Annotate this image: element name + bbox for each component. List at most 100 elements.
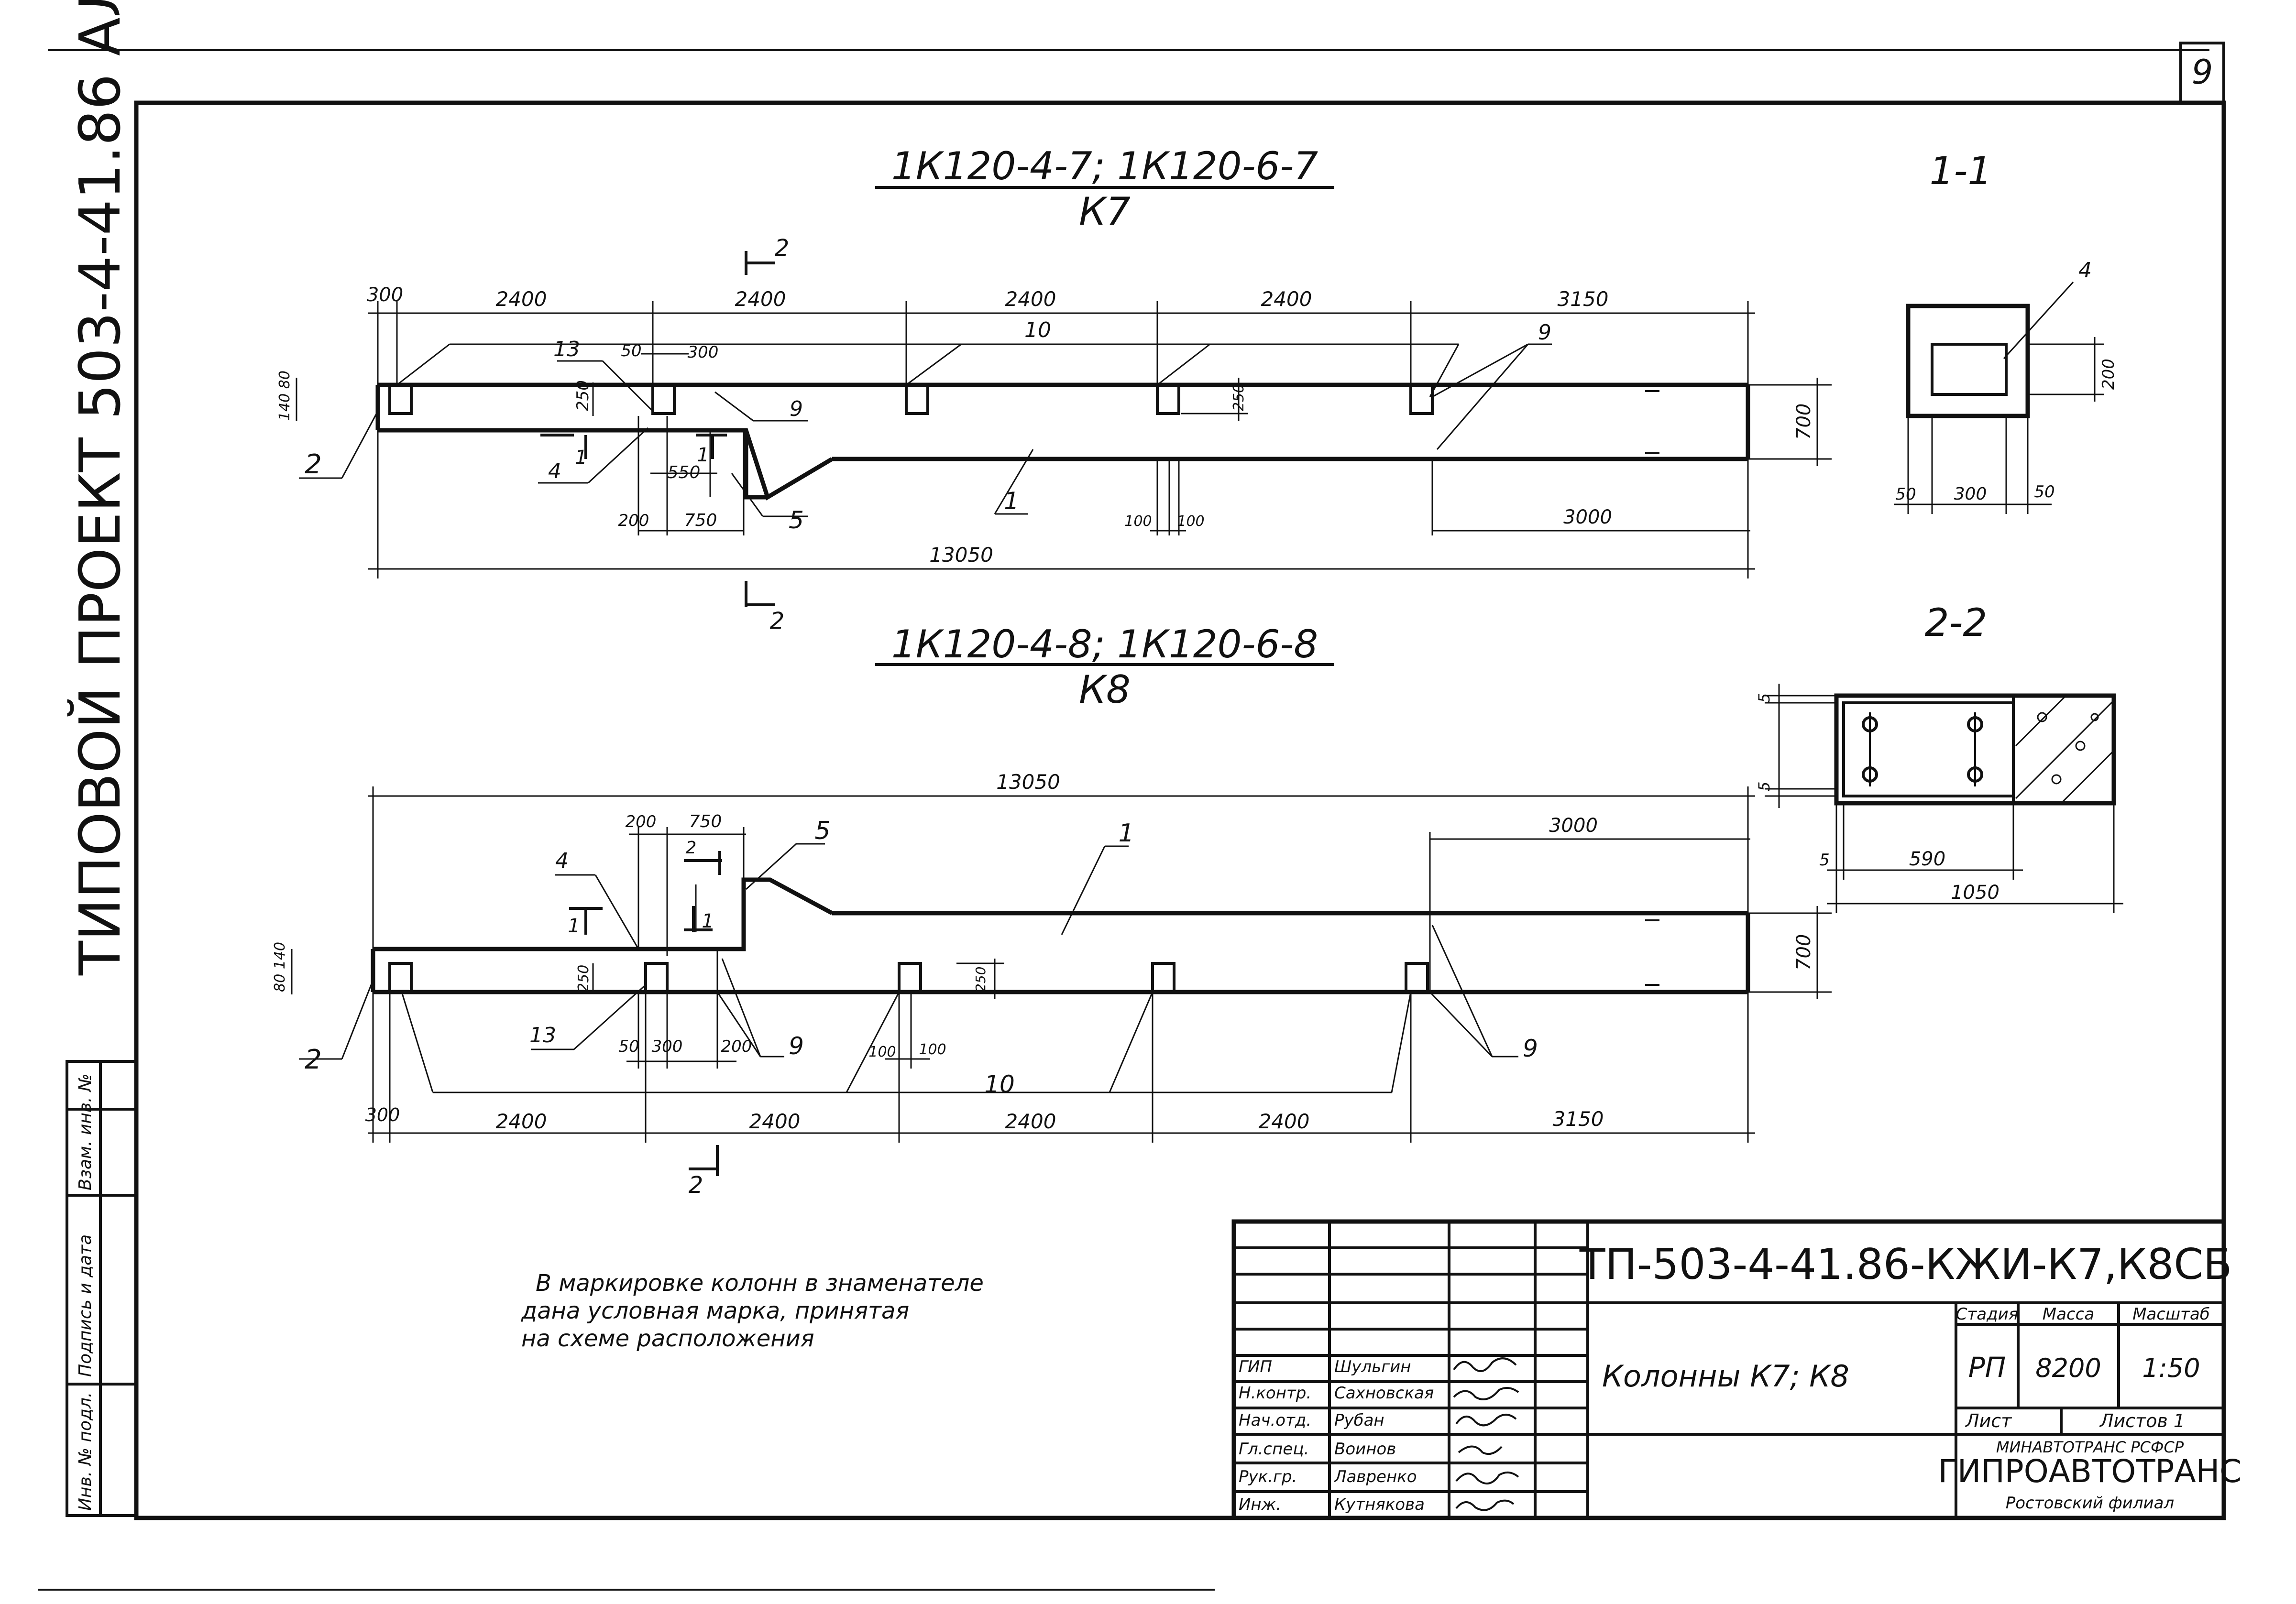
tb-name-0: Шульгин <box>1334 1357 1411 1376</box>
k8-d100b: 100 <box>919 1041 946 1058</box>
k7-sec-2b: 2 <box>770 608 785 634</box>
tb-role-0: ГИП <box>1239 1357 1272 1376</box>
tb-stage: РП <box>1968 1351 2006 1384</box>
sheet-frame <box>38 42 2226 1591</box>
k8-dim-2400-d: 2400 <box>1259 1110 1310 1133</box>
k8-subtitle: К8 <box>1079 667 1131 712</box>
tb-name-4: Лавренко <box>1333 1467 1417 1486</box>
section-2-d5a: 5 <box>1755 693 1773 703</box>
k8-title: 1К120-4-8; 1К120-6-8 <box>891 622 1318 666</box>
k7-d300: 300 <box>688 343 719 362</box>
title-block-code: ТП-503-4-41.86-КЖИ-К7,К8СБ <box>1579 1240 2232 1289</box>
k8-callout-2: 2 <box>305 1044 322 1075</box>
k8-console-dims <box>592 827 1004 1069</box>
k7-callout-5: 5 <box>789 506 804 534</box>
k7-callout-2: 2 <box>305 449 322 480</box>
k7-sec-1a: 1 <box>575 447 587 469</box>
k8-dim-2400-a: 2400 <box>496 1110 547 1133</box>
k8-sec-2a: 2 <box>686 838 697 858</box>
k7-callout-10: 10 <box>1024 318 1051 342</box>
k7-callout-4: 4 <box>548 459 561 483</box>
k8-callout-10: 10 <box>984 1070 1015 1098</box>
title-block-name: Колонны К7; К8 <box>1602 1359 1849 1394</box>
tb-name-3: Воинов <box>1334 1440 1396 1459</box>
k7-callout-13: 13 <box>553 337 580 361</box>
section-2-d5c: 5 <box>1819 851 1830 870</box>
tb-role-2: Нач.отд. <box>1239 1411 1311 1430</box>
k8-left-stack: 80 140 <box>272 942 288 992</box>
tb-scale: 1:50 <box>2142 1353 2200 1383</box>
note-line-3: на схеме расположения <box>521 1325 814 1352</box>
k8-dimension-chain <box>368 992 1755 1143</box>
side-stamp <box>66 1060 138 1517</box>
k8-sec-1b: 1 <box>702 910 714 932</box>
k7-d100b: 100 <box>1177 513 1204 530</box>
title-block-grid <box>1231 1219 2226 1520</box>
signatures <box>1453 1357 1519 1511</box>
tb-name-5: Кутнякова <box>1334 1495 1425 1514</box>
k8-callout-9b: 9 <box>1523 1035 1538 1062</box>
section-1-drawing <box>1894 281 2104 514</box>
k7-dim-2400-d: 2400 <box>1261 287 1312 311</box>
k7-section-markers <box>540 251 775 607</box>
k8-callout-4: 4 <box>555 849 569 873</box>
k8-d750: 750 <box>689 812 722 831</box>
k7-callout-9b: 9 <box>1538 320 1551 345</box>
tb-role-5: Инж. <box>1239 1495 1281 1514</box>
k8-sec-1a: 1 <box>568 915 580 937</box>
k8-callout-13: 13 <box>529 1023 556 1048</box>
k8-callout-5: 5 <box>814 817 830 845</box>
k7-dim-2400-b: 2400 <box>735 287 786 311</box>
k7-title: 1К120-4-7; 1К120-6-7 <box>891 144 1318 188</box>
note-line-1: В маркировке колонн в знаменателе <box>536 1270 984 1297</box>
k7-total: 13050 <box>929 543 993 567</box>
k8-d100a: 100 <box>868 1044 896 1060</box>
tb-col-stage: Стадия <box>1956 1305 2018 1324</box>
k7-left-stack: 140 80 <box>276 371 293 421</box>
tb-org-ministry: МИНАВТОТРАНС РСФСР <box>1996 1438 2184 1456</box>
section-1-title: 1-1 <box>1930 149 1992 193</box>
tb-role-1: Н.контр. <box>1239 1384 1311 1403</box>
section-1-d50a: 50 <box>1895 485 1916 504</box>
k7-dim-3150: 3150 <box>1558 287 1609 311</box>
k8-dim-3150: 3150 <box>1553 1107 1604 1131</box>
k8-d50: 50 <box>618 1037 639 1056</box>
section-1-callout-4: 4 <box>2078 258 2092 283</box>
k8-callout-1: 1 <box>1118 819 1134 848</box>
k7-callout-1: 1 <box>1004 487 1019 515</box>
stamp-inv-label: Инв. № подл. <box>76 1392 95 1511</box>
section-1-d50b: 50 <box>2034 482 2054 502</box>
tb-org-name: ГИПРОАВТОТРАНС <box>1938 1453 2242 1490</box>
tb-sheets-label: Листов 1 <box>2099 1410 2185 1431</box>
k8-leaders <box>299 843 1518 1093</box>
k7-dim-2400-c: 2400 <box>1005 287 1056 311</box>
k7-d200: 200 <box>618 511 649 530</box>
k8-height: 700 <box>1793 934 1815 971</box>
side-title: ТИПОВОЙ ПРОЕКТ 503-4-41.86 АЛЬБОМ Ⅲ <box>67 0 133 976</box>
k7-leaders <box>299 343 1552 517</box>
k7-sec-2a: 2 <box>775 235 790 262</box>
k7-dim-2400-a: 2400 <box>496 287 547 311</box>
k7-dim-300: 300 <box>367 284 403 306</box>
k8-dim-300: 300 <box>365 1104 400 1125</box>
k7-d100a: 100 <box>1124 513 1152 530</box>
k8-section-markers <box>569 851 722 1176</box>
k8-total: 13050 <box>996 770 1060 794</box>
k8-d250b: 250 <box>973 967 989 992</box>
tb-role-3: Гл.спец. <box>1239 1440 1309 1459</box>
k7-console-dims <box>592 353 1750 535</box>
tb-sheet-label: Лист <box>1965 1410 2012 1431</box>
k8-d3000: 3000 <box>1549 815 1598 837</box>
tb-org-branch: Ростовский филиал <box>2006 1494 2174 1513</box>
tb-role-4: Рук.гр. <box>1239 1467 1297 1486</box>
k8-total-dim <box>368 786 1832 999</box>
k8-callout-9a: 9 <box>789 1032 804 1060</box>
tb-name-1: Сахновская <box>1334 1384 1434 1403</box>
k7-sec-1b: 1 <box>697 444 709 466</box>
k8-d200: 200 <box>626 812 657 831</box>
k7-d550: 550 <box>668 463 701 482</box>
stamp-sign-label: Подпись и дата <box>76 1234 95 1377</box>
sheet-number: 9 <box>2192 53 2213 92</box>
